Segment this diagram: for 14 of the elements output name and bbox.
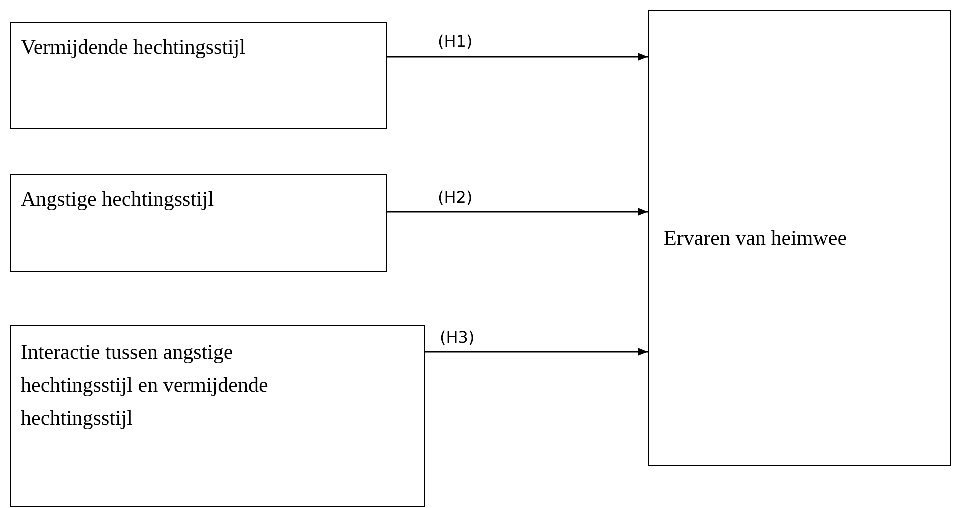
box-text: Angstige hechtingsstijl (21, 186, 216, 213)
variable-box (648, 10, 951, 466)
arrow (425, 348, 648, 356)
box-text: Interactie tussen angstige hechtingsstijl en vermijdende hechtingsstijl (21, 339, 270, 432)
edge-label: (H1) (438, 32, 473, 52)
box-text: Ervaren van heimwee (664, 224, 848, 252)
variable-box (10, 22, 387, 129)
edge-label: (H3) (440, 328, 475, 348)
box-text: Vermijdende hechtingsstijl (21, 34, 247, 61)
variable-box (10, 325, 425, 507)
variable-box (10, 174, 387, 272)
arrow (387, 208, 648, 216)
arrow (387, 53, 648, 61)
edge-label: (H2) (438, 188, 473, 208)
